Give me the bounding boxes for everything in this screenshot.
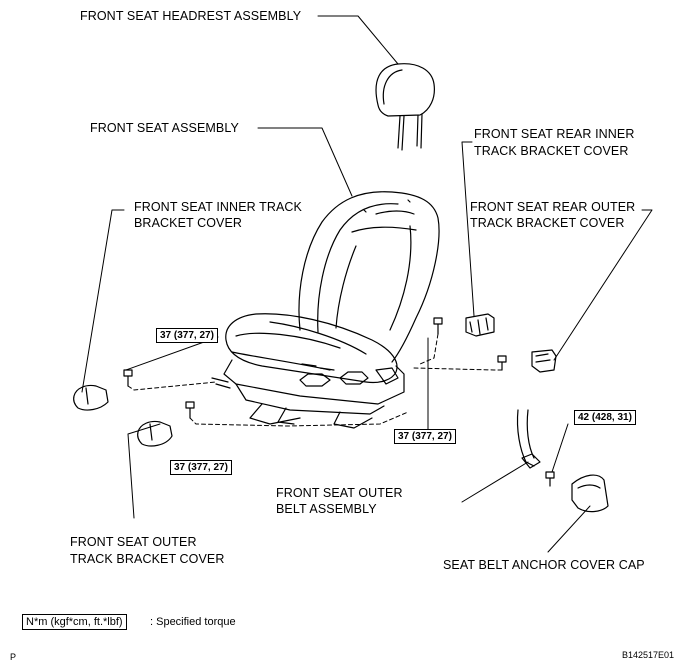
label-outer-track-cover-line2: TRACK BRACKET COVER xyxy=(70,552,225,566)
rear-outer-cover-drawing xyxy=(531,349,557,373)
label-rear-inner-cover-line2: TRACK BRACKET COVER xyxy=(474,144,629,158)
legend-torque-unit: N*m (kgf*cm, ft.*lbf) xyxy=(22,614,127,630)
label-rear-inner-cover-line1: FRONT SEAT REAR INNER xyxy=(474,127,635,141)
torque-spec-outer-track: 37 (377, 27) xyxy=(170,460,232,475)
outer-belt-drawing xyxy=(516,409,541,469)
label-anchor-cover-cap: SEAT BELT ANCHOR COVER CAP xyxy=(443,558,645,572)
torque-spec-rear: 37 (377, 27) xyxy=(394,429,456,444)
legend-torque-text: : Specified torque xyxy=(150,616,236,628)
label-headrest: FRONT SEAT HEADREST ASSEMBLY xyxy=(80,9,302,23)
label-outer-belt-line1: FRONT SEAT OUTER xyxy=(276,486,403,500)
leader-lines xyxy=(81,15,653,553)
label-rear-outer-cover-line1: FRONT SEAT REAR OUTER xyxy=(470,200,636,214)
anchor-cap-drawing xyxy=(571,474,609,513)
torque-spec-belt-anchor: 42 (428, 31) xyxy=(574,410,636,425)
inner-track-cover-drawing xyxy=(73,384,109,411)
label-inner-track-cover-line1: FRONT SEAT INNER TRACK xyxy=(134,200,302,214)
label-rear-outer-cover-line2: TRACK BRACKET COVER xyxy=(470,216,625,230)
torque-spec-inner-track: 37 (377, 27) xyxy=(156,328,218,343)
label-seat-assembly: FRONT SEAT ASSEMBLY xyxy=(90,121,239,135)
dashed-guide-lines xyxy=(127,333,503,427)
seat-cushion-drawing xyxy=(225,313,398,384)
label-outer-track-cover-line1: FRONT SEAT OUTER xyxy=(70,535,197,549)
bolts xyxy=(123,317,555,487)
headrest-drawing xyxy=(375,63,435,151)
label-outer-belt-line2: BELT ASSEMBLY xyxy=(276,502,377,516)
figure-id: B142517E01 xyxy=(622,650,675,660)
seat-back-drawing xyxy=(298,191,440,363)
seat-track-drawing xyxy=(211,359,405,429)
rear-inner-cover-drawing xyxy=(465,313,495,337)
label-inner-track-cover-line2: BRACKET COVER xyxy=(134,216,243,230)
footer-code: P xyxy=(10,652,17,662)
